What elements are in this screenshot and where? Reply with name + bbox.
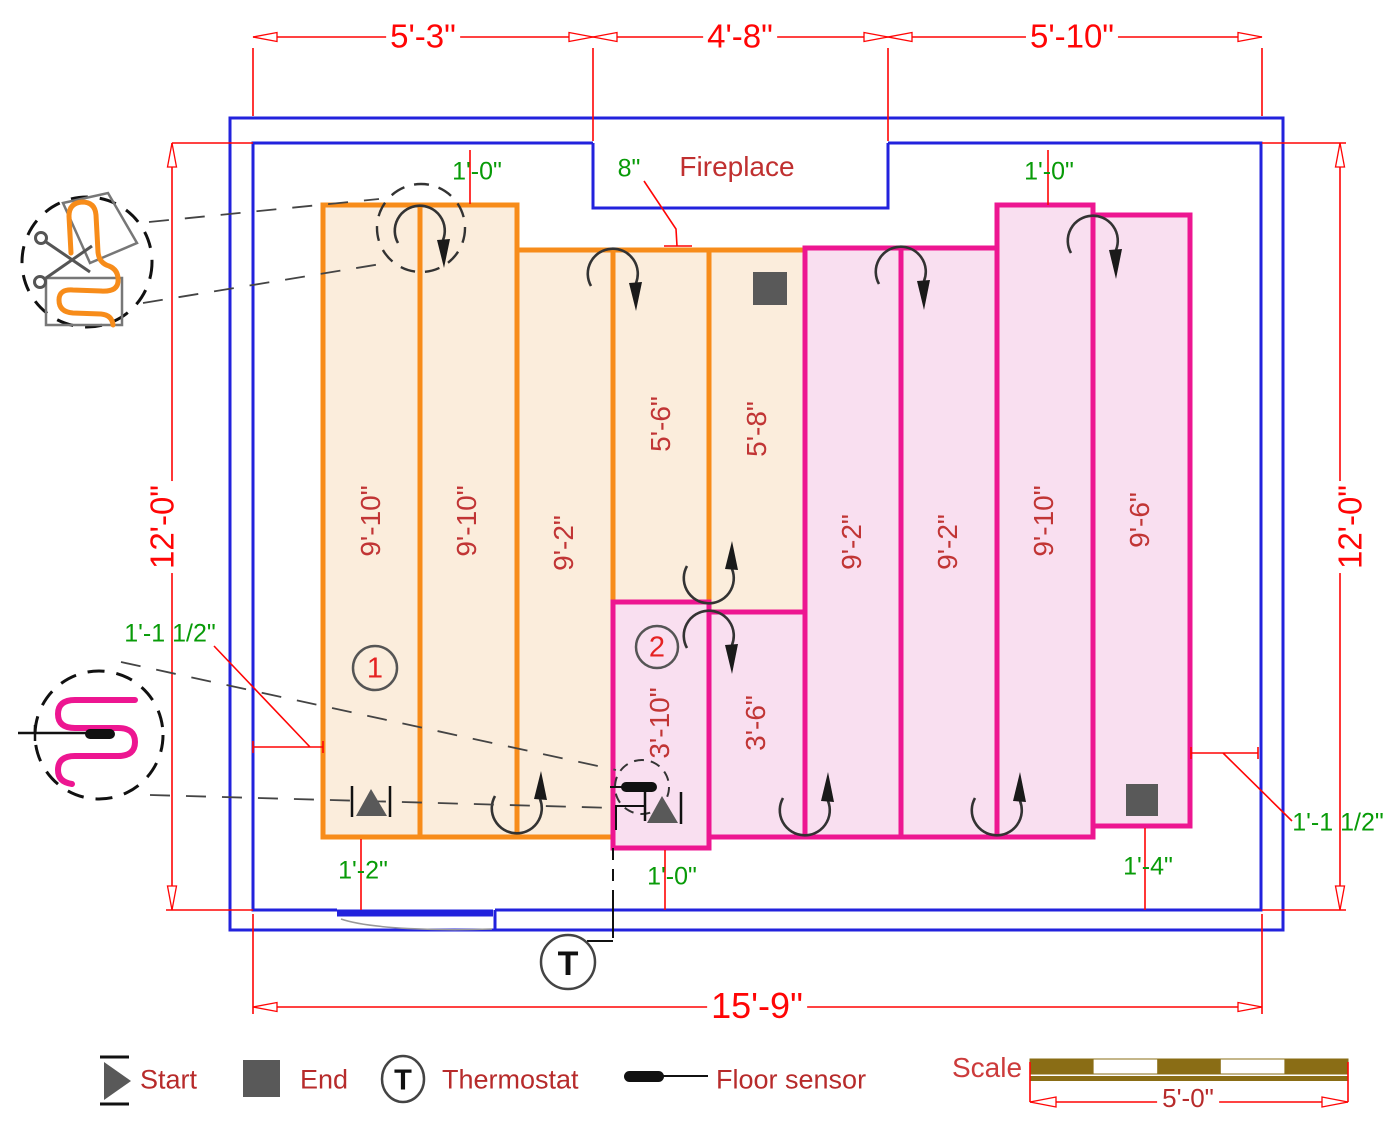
mat2-run-1: 3'-10" bbox=[644, 687, 675, 759]
offset-left-side: 1'-1 1/2" bbox=[124, 619, 216, 648]
fireplace-alcove bbox=[591, 143, 890, 210]
dimension-arrows bbox=[166, 31, 1346, 1013]
thermostat-symbol bbox=[539, 848, 614, 991]
legend-thermostat-letter: T bbox=[394, 1064, 412, 1097]
door bbox=[337, 909, 493, 931]
dim-top-2: 4'-8" bbox=[703, 19, 777, 53]
walls bbox=[228, 116, 1285, 932]
dim-right: 12'-0" bbox=[1332, 480, 1369, 574]
outer-wall bbox=[228, 116, 1285, 932]
dim-bottom: 15'-9" bbox=[707, 988, 807, 1024]
offset-right-side: 1'-1 1/2" bbox=[1292, 808, 1384, 837]
cable-direction-arrowheads bbox=[437, 239, 1122, 802]
mat2-run-2: 3'-6" bbox=[740, 695, 771, 751]
scale-label: Scale bbox=[951, 1052, 1023, 1083]
dim-top-3: 5'-10" bbox=[1025, 19, 1119, 53]
mat2-number: 2 bbox=[648, 631, 666, 664]
sensor-detail-circle bbox=[33, 669, 165, 801]
mat1-number: 1 bbox=[366, 652, 384, 685]
scale-bar bbox=[1029, 1058, 1349, 1108]
offset-top-right: 1'-0" bbox=[1024, 157, 1074, 186]
offset-bottom-right: 1'-4" bbox=[1123, 852, 1173, 881]
mat1-run-1: 9'-10" bbox=[355, 485, 386, 557]
dim-top-1: 5'-3" bbox=[386, 19, 460, 53]
start-symbol-mat1 bbox=[350, 786, 392, 817]
legend-thermostat-icon bbox=[380, 1054, 426, 1104]
offset-marker-lines bbox=[360, 150, 1146, 910]
mat2-number-circle bbox=[634, 624, 680, 670]
offset-top-left: 1'-0" bbox=[452, 157, 502, 186]
legend-floor-sensor-icon bbox=[624, 1071, 708, 1082]
floor-sensor-symbol bbox=[610, 782, 657, 792]
mat1-run-5: 5'-8" bbox=[741, 401, 772, 457]
fireplace-label: Fireplace bbox=[679, 151, 795, 182]
thermostat-letter: T bbox=[557, 945, 579, 983]
legend-start-label: Start bbox=[140, 1064, 198, 1095]
scissors-icon bbox=[33, 231, 93, 289]
callout-leader-lines bbox=[120, 198, 617, 809]
left-offset-leader bbox=[213, 645, 324, 753]
mat2-run-4: 9'-2" bbox=[932, 514, 963, 570]
mat2-run-6: 9'-6" bbox=[1124, 492, 1155, 548]
legend-end-label: End bbox=[300, 1064, 349, 1095]
mat1-run-3: 9'-2" bbox=[548, 515, 579, 571]
offset-bottom-center: 1'-0" bbox=[647, 862, 697, 891]
legend-thermostat-label: Thermostat bbox=[442, 1064, 579, 1095]
mat2-run-5: 9'-10" bbox=[1028, 485, 1059, 557]
sensor-callout-circle bbox=[614, 759, 670, 815]
mat2-run-3: 9'-2" bbox=[836, 514, 867, 570]
mat1-number-circle bbox=[351, 644, 399, 692]
mat1-run-2: 9'-10" bbox=[451, 485, 482, 557]
end-symbol-mat2 bbox=[1126, 784, 1158, 816]
offset-bottom-left: 1'-2" bbox=[338, 856, 388, 885]
sensor-detail bbox=[18, 697, 139, 787]
start-symbol-mat2 bbox=[615, 789, 683, 830]
legend-floor-sensor-label: Floor sensor bbox=[716, 1064, 867, 1095]
end-symbol-mat1 bbox=[753, 272, 787, 305]
scale-length-label: 5'-0" bbox=[1157, 1085, 1219, 1111]
right-offset-leader bbox=[1190, 747, 1293, 822]
sensor-tip-detail bbox=[85, 729, 115, 739]
cable-turn-arrows bbox=[393, 204, 1120, 837]
offset-fireplace-gap: 8" bbox=[617, 154, 641, 183]
dim-left: 12'-0" bbox=[144, 480, 181, 574]
heating-mat-2 bbox=[610, 202, 1193, 851]
mat1-run-4: 5'-6" bbox=[645, 396, 676, 452]
legend-end-icon bbox=[243, 1060, 280, 1097]
legend-start-icon bbox=[100, 1055, 131, 1106]
orange-cable-detail bbox=[56, 199, 121, 328]
cut-detail-circle bbox=[20, 195, 154, 329]
fireplace-gap-leader bbox=[643, 180, 692, 247]
door-swing-arc bbox=[340, 918, 493, 931]
pink-cable-detail bbox=[54, 697, 139, 787]
detail-callouts bbox=[20, 182, 670, 815]
turn-callout-circle bbox=[375, 182, 467, 274]
cut-mat-detail bbox=[33, 191, 139, 328]
heating-mat-1 bbox=[320, 202, 808, 840]
extension-lines bbox=[166, 48, 1346, 1014]
inner-wall bbox=[251, 141, 1263, 930]
